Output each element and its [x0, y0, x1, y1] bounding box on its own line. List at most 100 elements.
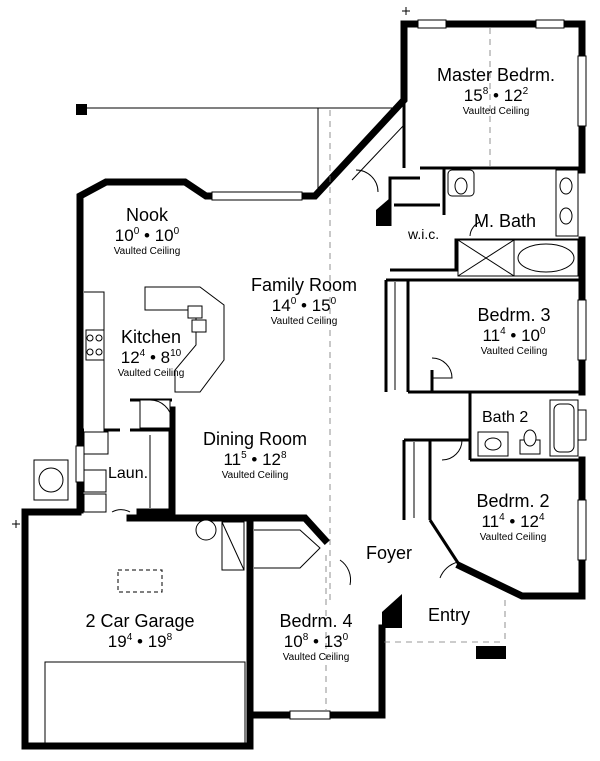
vault-lines [325, 28, 506, 710]
room-dimensions: 108 • 130 [256, 632, 376, 651]
interior-walls [80, 100, 582, 567]
label-master-bath: M. Bath [474, 211, 537, 231]
width-feet: 11 [223, 450, 242, 469]
closet-shelving [149, 282, 415, 569]
room-name: Family Room [250, 275, 357, 295]
windows [75, 19, 587, 720]
width-inches: 4 [499, 512, 505, 523]
master-bath-fixtures [447, 169, 579, 277]
room-label-garage: 2 Car Garage 194 • 198 [60, 612, 220, 650]
label-walk-in-closet: w.i.c. [408, 226, 440, 242]
ceiling-note: Vaulted Ceiling [113, 246, 181, 257]
width-feet: 19 [107, 632, 127, 651]
width-inches: 4 [139, 348, 146, 359]
room-name: Nook [125, 205, 169, 225]
room-label-family-room: Family Room 140 • 150 Vaulted Ceiling [226, 276, 382, 327]
ceiling-note: Vaulted Ceiling [479, 532, 547, 543]
length-inches: 2 [522, 86, 529, 97]
width-inches: 0 [133, 226, 140, 237]
width-inches: 8 [302, 632, 309, 643]
label-entry: Entry [428, 605, 471, 625]
length-feet: 13 [323, 632, 343, 651]
length-inches: 0 [173, 226, 180, 237]
separator: • [144, 226, 150, 245]
ceiling-note: Vaulted Ceiling [117, 368, 185, 379]
ceiling-note: Vaulted Ceiling [480, 346, 548, 357]
length-feet: 19 [147, 632, 167, 651]
width-inches: 4 [500, 326, 506, 337]
separator: • [493, 86, 499, 105]
room-label-nook: Nook 100 • 100 Vaulted Ceiling [90, 206, 204, 257]
ceiling-note: Vaulted Ceiling [270, 316, 338, 327]
ceiling-note: Vaulted Ceiling [462, 106, 530, 117]
room-label-dining-room: Dining Room 115 • 128 Vaulted Ceiling [180, 430, 330, 481]
length-feet: 12 [520, 512, 539, 531]
length-feet: 10 [154, 226, 174, 245]
separator: • [301, 296, 307, 315]
label-laundry: Laun. [108, 465, 149, 482]
room-name: Bedrm. 2 [476, 491, 550, 511]
separator: • [149, 348, 156, 367]
room-name: Bedrm. 4 [279, 611, 353, 631]
width-inches: 5 [241, 450, 247, 461]
width-feet: 10 [283, 632, 303, 651]
length-inches: 8 [166, 632, 173, 643]
length-feet: 10 [521, 326, 540, 345]
separator: • [137, 632, 143, 651]
exterior-walls [21, 20, 586, 750]
width-feet: 12 [120, 348, 140, 367]
separator: • [251, 450, 258, 469]
registration-marks [12, 7, 410, 528]
room-dimensions: 114 • 124 [456, 512, 570, 531]
length-inches: 0 [330, 296, 337, 307]
ceiling-note: Vaulted Ceiling [282, 652, 350, 663]
room-dimensions: 158 • 122 [412, 86, 580, 105]
room-label-bedroom-3: Bedrm. 3 114 • 100 Vaulted Ceiling [458, 306, 570, 357]
length-feet: 12 [503, 86, 523, 105]
length-inches: 10 [170, 348, 182, 359]
width-feet: 11 [481, 512, 500, 531]
room-name: Dining Room [202, 429, 308, 449]
length-inches: 4 [539, 512, 545, 523]
doors [111, 169, 481, 586]
ceiling-note: Vaulted Ceiling [221, 470, 289, 481]
room-dimensions: 100 • 100 [90, 226, 204, 245]
label-foyer: Foyer [366, 543, 413, 563]
room-name: Master Bedrm. [436, 65, 556, 85]
width-feet: 10 [114, 226, 134, 245]
room-name: Kitchen [120, 327, 182, 347]
separator: • [509, 512, 516, 531]
room-label-bedroom-4: Bedrm. 4 108 • 130 Vaulted Ceiling [256, 612, 376, 663]
length-feet: 12 [262, 450, 281, 469]
room-name: 2 Car Garage [85, 611, 195, 631]
kitchen-fixtures [84, 286, 225, 433]
room-dimensions: 124 • 810 [104, 348, 198, 367]
separator: • [313, 632, 319, 651]
width-inches: 8 [482, 86, 489, 97]
width-feet: 14 [271, 296, 291, 315]
room-label-kitchen: Kitchen 124 • 810 Vaulted Ceiling [104, 328, 198, 379]
width-feet: 11 [482, 326, 501, 345]
length-inches: 0 [540, 326, 546, 337]
room-dimensions: 140 • 150 [226, 296, 382, 315]
separator: • [510, 326, 517, 345]
laundry-fixtures [33, 431, 109, 513]
width-inches: 0 [290, 296, 297, 307]
width-feet: 15 [463, 86, 483, 105]
width-inches: 4 [126, 632, 133, 643]
room-label-master-bedroom: Master Bedrm. 158 • 122 Vaulted Ceiling [412, 66, 580, 117]
wall-corner-blocks [76, 104, 506, 659]
length-inches: 8 [281, 450, 287, 461]
room-dimensions: 194 • 198 [60, 632, 220, 651]
garage-items [44, 519, 246, 747]
length-feet: 8 [160, 348, 171, 367]
bath-2-fixtures [477, 399, 579, 457]
label-bath-2: Bath 2 [482, 409, 529, 426]
length-feet: 15 [311, 296, 331, 315]
rear-patio-outline [80, 107, 392, 190]
room-label-bedroom-2: Bedrm. 2 114 • 124 Vaulted Ceiling [456, 492, 570, 543]
room-dimensions: 114 • 100 [458, 326, 570, 345]
length-inches: 0 [342, 632, 349, 643]
room-name: Bedrm. 3 [477, 305, 551, 325]
